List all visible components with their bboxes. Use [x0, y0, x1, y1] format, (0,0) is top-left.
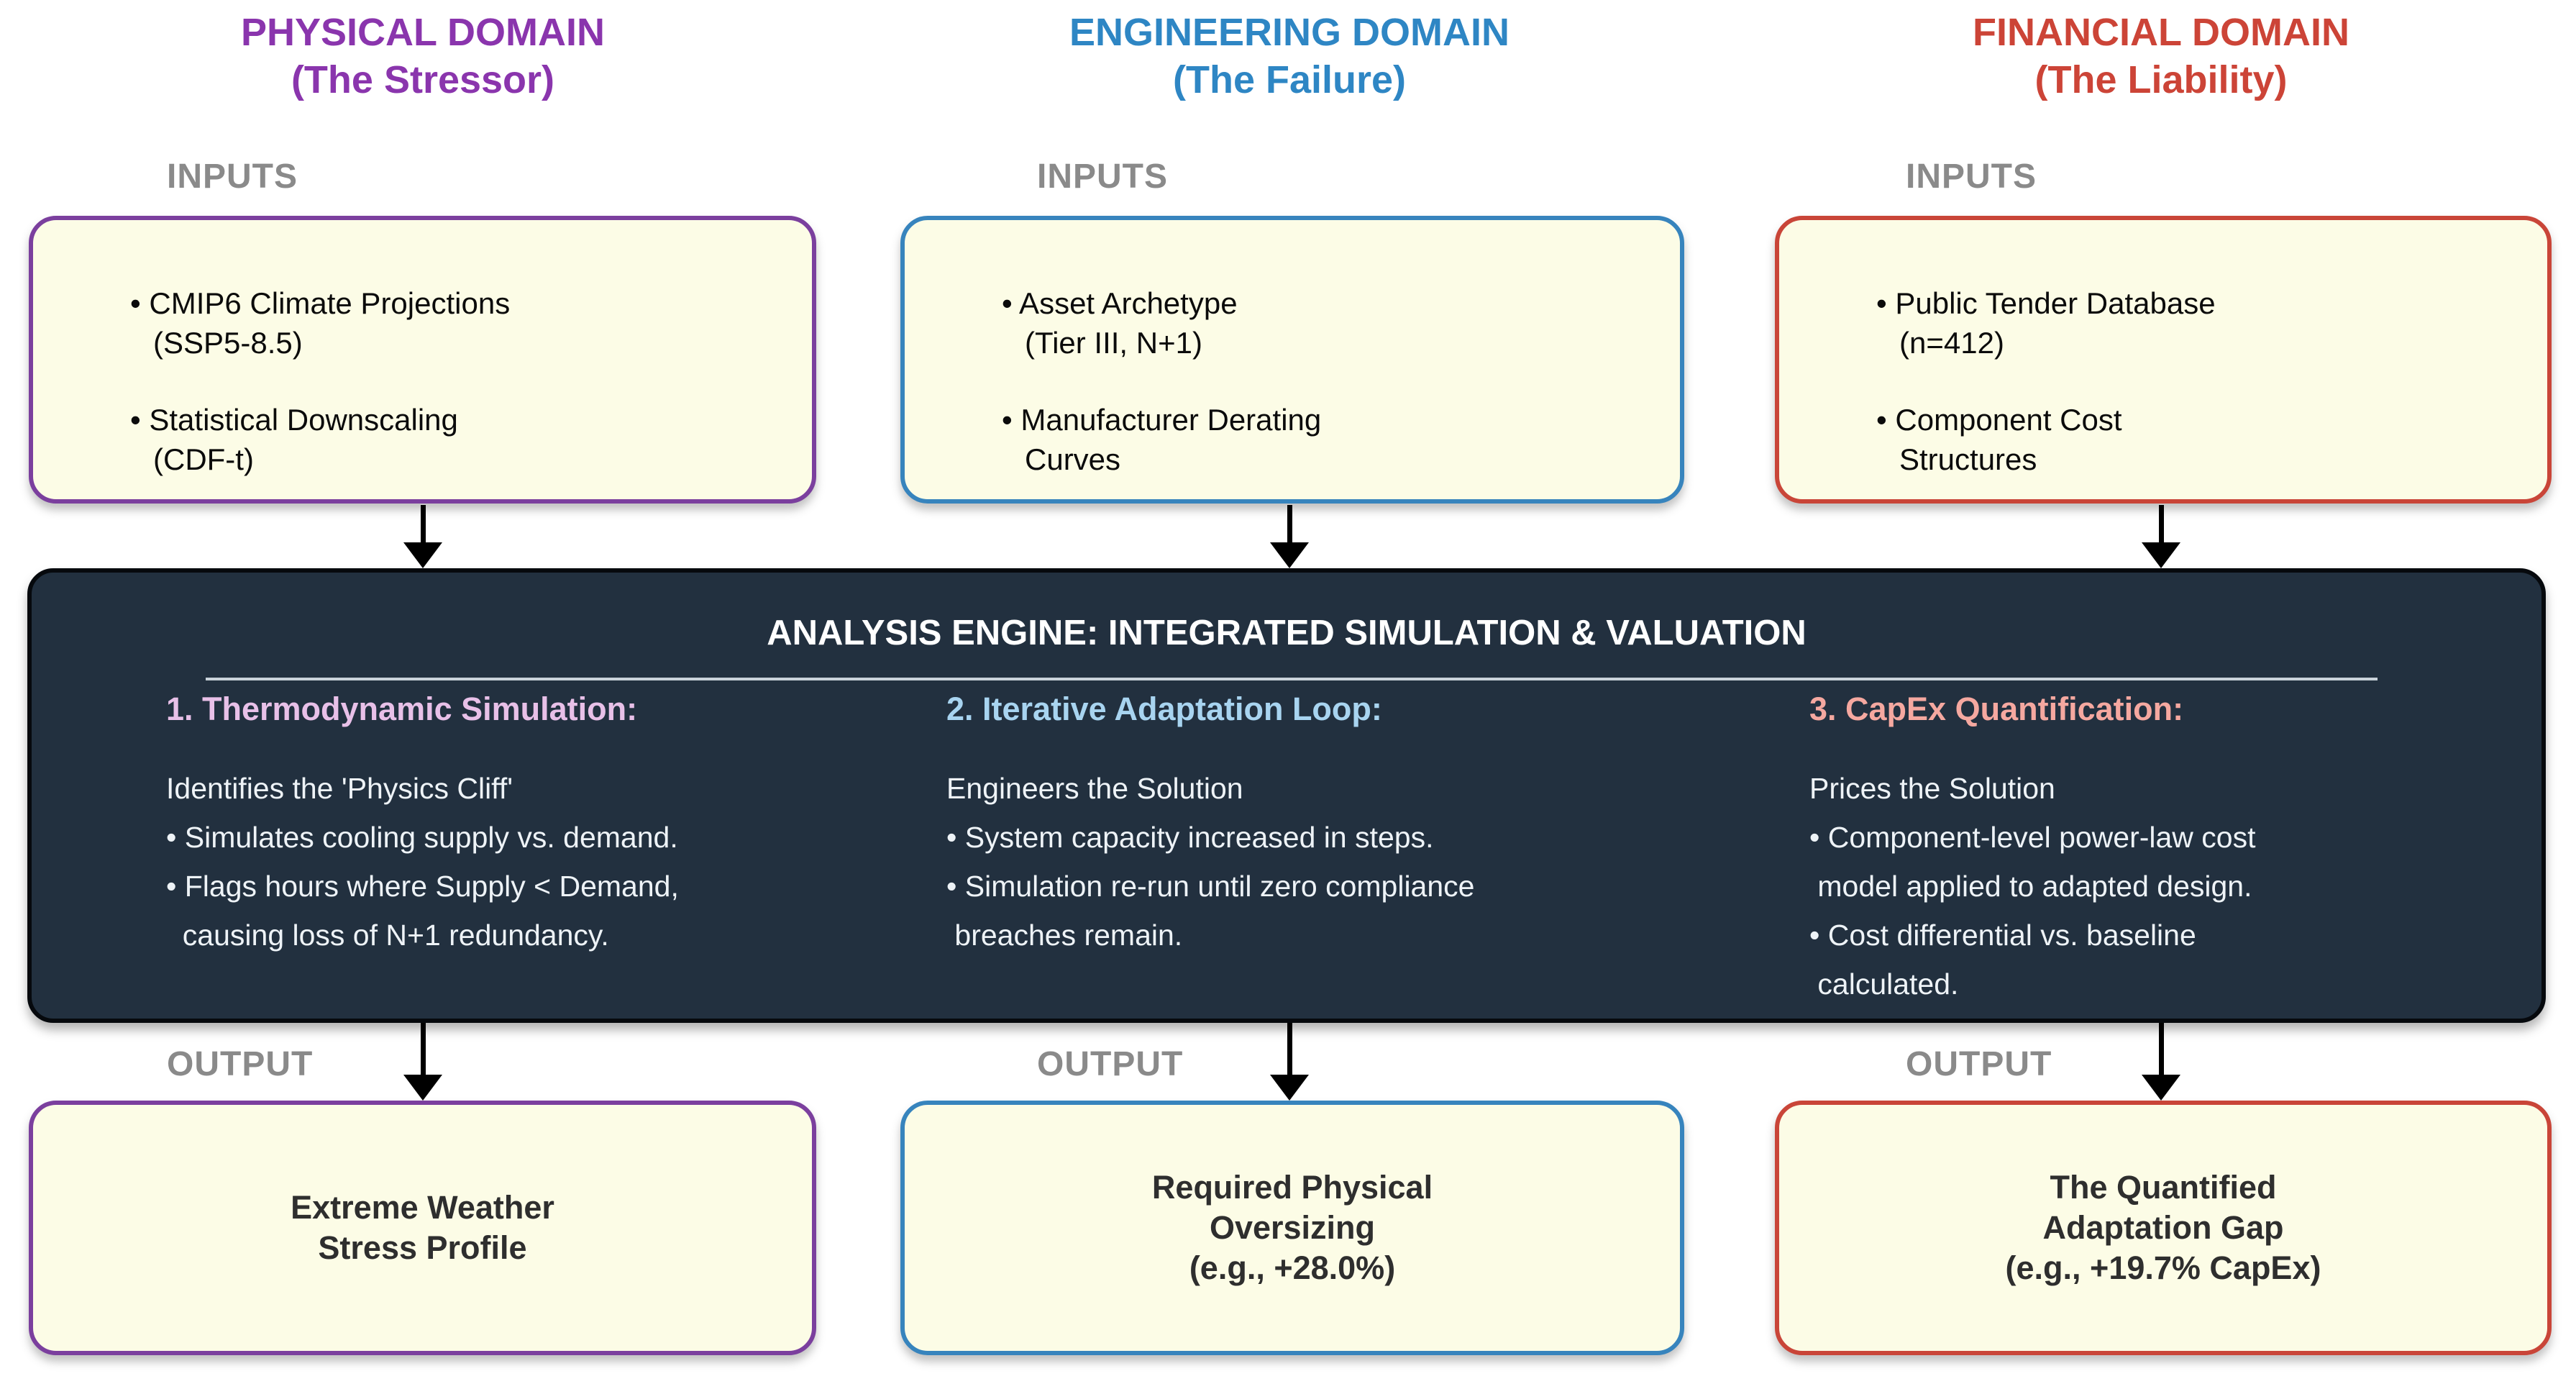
- engineering-output-box: Required Physical Oversizing (e.g., +28.…: [900, 1101, 1684, 1355]
- input-item-text: • Asset Archetype: [1002, 286, 1238, 320]
- inputs-label-engineering: INPUTS: [1037, 158, 1169, 196]
- arrow-shaft: [420, 505, 426, 542]
- output-label-physical: OUTPUT: [167, 1045, 314, 1083]
- list-item: • Public Tender Database (n=412): [1876, 283, 2518, 363]
- list-item: • CMIP6 Climate Projections (SSP5-8.5): [130, 283, 783, 363]
- engine-section-body: Identifies the 'Physics Cliff' • Simulat…: [166, 764, 957, 960]
- output-line: Adaptation Gap: [2042, 1209, 2284, 1246]
- engine-section-thermodynamic: 1. Thermodynamic Simulation: Identifies …: [166, 689, 957, 960]
- engine-section-heading: 3. CapEx Quantification:: [1809, 691, 2184, 727]
- input-item-text: (CDF-t): [153, 442, 254, 476]
- engine-section-body: Prices the Solution • Component-level po…: [1809, 764, 2529, 1008]
- arrow-head: [403, 1075, 442, 1101]
- financial-domain-subtitle: (The Liability): [2034, 58, 2288, 101]
- engine-section-heading: 1. Thermodynamic Simulation:: [166, 691, 638, 727]
- analysis-engine-box: ANALYSIS ENGINE: INTEGRATED SIMULATION &…: [27, 568, 2546, 1023]
- financial-inputs-list: • Public Tender Database (n=412) • Compo…: [1779, 220, 2547, 479]
- engine-divider: [206, 678, 2378, 680]
- input-item-text: (n=412): [1899, 326, 2004, 360]
- engineering-domain-header: ENGINEERING DOMAIN (The Failure): [894, 9, 1685, 104]
- output-label-engineering: OUTPUT: [1037, 1045, 1184, 1083]
- arrow-down-icon: [2142, 505, 2180, 568]
- engine-body-line: breaches remain.: [946, 919, 1183, 952]
- engine-body-line: Prices the Solution: [1809, 772, 2055, 805]
- engine-body-line: • Flags hours where Supply < Demand,: [166, 870, 679, 903]
- input-item-text: • Public Tender Database: [1876, 286, 2216, 320]
- input-item-text: • Manufacturer Derating: [1002, 403, 1322, 437]
- input-item-text: • CMIP6 Climate Projections: [130, 286, 511, 320]
- inputs-label-financial: INPUTS: [1906, 158, 2037, 196]
- input-item-text: (Tier III, N+1): [1025, 326, 1202, 360]
- arrow-head: [2142, 542, 2180, 568]
- engine-body-line: causing loss of N+1 redundancy.: [166, 919, 609, 952]
- engine-body-line: • Simulation re-run until zero complianc…: [946, 870, 1475, 903]
- engine-body-line: Identifies the 'Physics Cliff': [166, 772, 513, 805]
- engine-section-adaptation-loop: 2. Iterative Adaptation Loop: Engineers …: [946, 689, 1773, 960]
- engine-body-line: calculated.: [1809, 967, 1959, 1001]
- output-line: Stress Profile: [318, 1229, 527, 1266]
- physical-output-box: Extreme Weather Stress Profile: [29, 1101, 816, 1355]
- engine-title: ANALYSIS ENGINE: INTEGRATED SIMULATION &…: [767, 614, 1807, 652]
- input-item-text: • Component Cost: [1876, 403, 2122, 437]
- financial-domain-title: FINANCIAL DOMAIN: [1973, 11, 2349, 54]
- inputs-label-physical: INPUTS: [167, 158, 298, 196]
- financial-domain-header: FINANCIAL DOMAIN (The Liability): [1766, 9, 2557, 104]
- input-item-text: Curves: [1025, 442, 1121, 476]
- engine-body-line: • Cost differential vs. baseline: [1809, 919, 2196, 952]
- arrow-down-icon: [1270, 1023, 1309, 1101]
- physical-inputs-list: • CMIP6 Climate Projections (SSP5-8.5) •…: [33, 220, 812, 479]
- physical-output-text: Extreme Weather Stress Profile: [33, 1105, 812, 1351]
- arrow-down-icon: [2142, 1023, 2180, 1101]
- engineering-inputs-box: • Asset Archetype (Tier III, N+1) • Manu…: [900, 216, 1684, 504]
- output-line: (e.g., +19.7% CapEx): [2005, 1249, 2321, 1286]
- output-line: Extreme Weather: [291, 1189, 554, 1226]
- physical-domain-title: PHYSICAL DOMAIN: [240, 11, 606, 54]
- output-line: The Quantified: [2050, 1169, 2277, 1206]
- engineering-output-text: Required Physical Oversizing (e.g., +28.…: [905, 1105, 1680, 1351]
- arrow-head: [1270, 542, 1309, 568]
- engineering-inputs-list: • Asset Archetype (Tier III, N+1) • Manu…: [905, 220, 1680, 479]
- output-line: Oversizing: [1209, 1209, 1376, 1246]
- arrow-shaft: [1287, 1023, 1292, 1075]
- list-item: • Statistical Downscaling (CDF-t): [130, 400, 783, 479]
- output-line: Required Physical: [1151, 1169, 1433, 1206]
- input-item-text: Structures: [1899, 442, 2037, 476]
- engine-body-line: model applied to adapted design.: [1809, 870, 2252, 903]
- financial-output-text: The Quantified Adaptation Gap (e.g., +19…: [1779, 1105, 2547, 1351]
- output-label-financial: OUTPUT: [1906, 1045, 2052, 1083]
- physical-domain-header: PHYSICAL DOMAIN (The Stressor): [27, 9, 818, 104]
- list-item: • Component Cost Structures: [1876, 400, 2518, 479]
- arrow-shaft: [2158, 505, 2164, 542]
- arrow-down-icon: [403, 1023, 442, 1101]
- physical-domain-subtitle: (The Stressor): [291, 58, 555, 101]
- list-item: • Manufacturer Derating Curves: [1002, 400, 1651, 479]
- arrow-head: [403, 542, 442, 568]
- input-item-text: (SSP5-8.5): [153, 326, 303, 360]
- engine-body-line: • Component-level power-law cost: [1809, 821, 2256, 854]
- arrow-head: [2142, 1075, 2180, 1101]
- physical-inputs-box: • CMIP6 Climate Projections (SSP5-8.5) •…: [29, 216, 816, 504]
- engine-body-line: • Simulates cooling supply vs. demand.: [166, 821, 678, 854]
- engine-body-line: Engineers the Solution: [946, 772, 1243, 805]
- list-item: • Asset Archetype (Tier III, N+1): [1002, 283, 1651, 363]
- engine-section-heading: 2. Iterative Adaptation Loop:: [946, 691, 1382, 727]
- arrow-down-icon: [403, 505, 442, 568]
- arrow-shaft: [420, 1023, 426, 1075]
- financial-output-box: The Quantified Adaptation Gap (e.g., +19…: [1775, 1101, 2552, 1355]
- arrow-shaft: [1287, 505, 1292, 542]
- engine-section-capex: 3. CapEx Quantification: Prices the Solu…: [1809, 689, 2529, 1008]
- arrow-shaft: [2158, 1023, 2164, 1075]
- engine-section-body: Engineers the Solution • System capacity…: [946, 764, 1773, 960]
- financial-inputs-box: • Public Tender Database (n=412) • Compo…: [1775, 216, 2552, 504]
- engineering-domain-title: ENGINEERING DOMAIN: [1069, 11, 1510, 54]
- input-item-text: • Statistical Downscaling: [130, 403, 458, 437]
- engineering-domain-subtitle: (The Failure): [1172, 58, 1407, 101]
- arrow-head: [1270, 1075, 1309, 1101]
- arrow-down-icon: [1270, 505, 1309, 568]
- engine-body-line: • System capacity increased in steps.: [946, 821, 1434, 854]
- output-line: (e.g., +28.0%): [1189, 1249, 1396, 1286]
